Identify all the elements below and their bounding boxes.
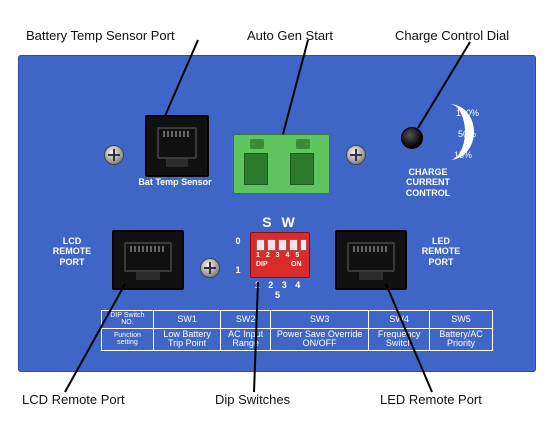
charge-control-dial[interactable] bbox=[401, 127, 423, 149]
dip-switch-3[interactable] bbox=[278, 239, 287, 251]
callout-auto-gen-start: Auto Gen Start bbox=[247, 28, 333, 43]
dip-switch-block[interactable]: 1 2 3 4 5 DIP ON bbox=[250, 232, 310, 278]
leader-line-led-remote bbox=[385, 283, 433, 393]
callout-led-remote-port: LED Remote Port bbox=[380, 392, 482, 407]
screw-icon bbox=[200, 258, 220, 278]
led-remote-port[interactable] bbox=[335, 230, 407, 290]
callout-lcd-remote-port: LCD Remote Port bbox=[22, 392, 125, 407]
screw-icon bbox=[104, 145, 124, 165]
lcd-remote-port[interactable] bbox=[112, 230, 184, 290]
dip-off-row-label: 0 bbox=[235, 236, 241, 246]
table-cell-frequency-switch: Frequency Switch bbox=[368, 327, 431, 351]
table-cell-power-save-override: Power Save Override ON/OFF bbox=[269, 327, 370, 351]
dip-switch-5[interactable] bbox=[300, 239, 307, 251]
table-row: DIP Switch NO. SW1 SW2 SW3 SW4 SW5 bbox=[101, 310, 493, 329]
dial-scale-arc bbox=[425, 104, 474, 160]
dial-level-15: 15% bbox=[454, 150, 473, 160]
leader-line-lcd-remote bbox=[64, 283, 126, 393]
dip-switch-2[interactable] bbox=[267, 239, 276, 251]
dip-switch-title: S W bbox=[262, 214, 298, 230]
lcd-remote-port-label: LCD REMOTE PORT bbox=[52, 236, 92, 267]
dip-switch-4[interactable] bbox=[289, 239, 298, 251]
dip-on-label: ON bbox=[291, 261, 302, 268]
bat-temp-sensor-label: Bat Temp Sensor bbox=[138, 177, 212, 187]
table-cell-battery-ac-priority: Battery/AC Priority bbox=[429, 327, 493, 351]
dial-level-50: 50% bbox=[458, 129, 477, 139]
leader-line-charge-dial bbox=[417, 41, 471, 129]
auto-gen-start-connector[interactable] bbox=[233, 134, 330, 194]
led-remote-port-label: LED REMOTE PORT bbox=[421, 236, 461, 267]
dip-small-numbers: 1 2 3 4 5 bbox=[256, 252, 302, 259]
dip-switch-function-table: DIP Switch NO. SW1 SW2 SW3 SW4 SW5 Funct… bbox=[101, 310, 493, 351]
leader-line-battery-temp bbox=[164, 39, 199, 117]
callout-charge-control-dial: Charge Control Dial bbox=[395, 28, 510, 43]
battery-temp-sensor-port[interactable] bbox=[145, 115, 209, 177]
table-cell-low-battery-trip-point: Low Battery Trip Point bbox=[152, 327, 222, 351]
table-cell-function-setting: Function setting bbox=[101, 327, 154, 351]
callout-dip-switches: Dip Switches bbox=[215, 392, 291, 407]
screw-icon bbox=[346, 145, 366, 165]
dial-level-100: 100% bbox=[456, 108, 480, 118]
table-cell-ac-input-range: AC Input Range bbox=[220, 327, 271, 351]
leader-line-dip bbox=[253, 281, 259, 393]
leader-line-auto-gen bbox=[282, 39, 309, 135]
dip-bottom-numbers: 1 2 3 4 5 bbox=[254, 280, 304, 301]
dip-on-row-label: 1 bbox=[235, 265, 241, 275]
charge-current-control-label: CHARGE CURRENT CONTROL bbox=[405, 167, 451, 198]
dip-dip-label: DIP bbox=[256, 261, 268, 268]
callout-battery-temp-sensor-port: Battery Temp Sensor Port bbox=[26, 28, 175, 43]
dip-switch-1[interactable] bbox=[256, 239, 265, 251]
table-row: Function setting Low Battery Trip Point … bbox=[101, 327, 493, 351]
